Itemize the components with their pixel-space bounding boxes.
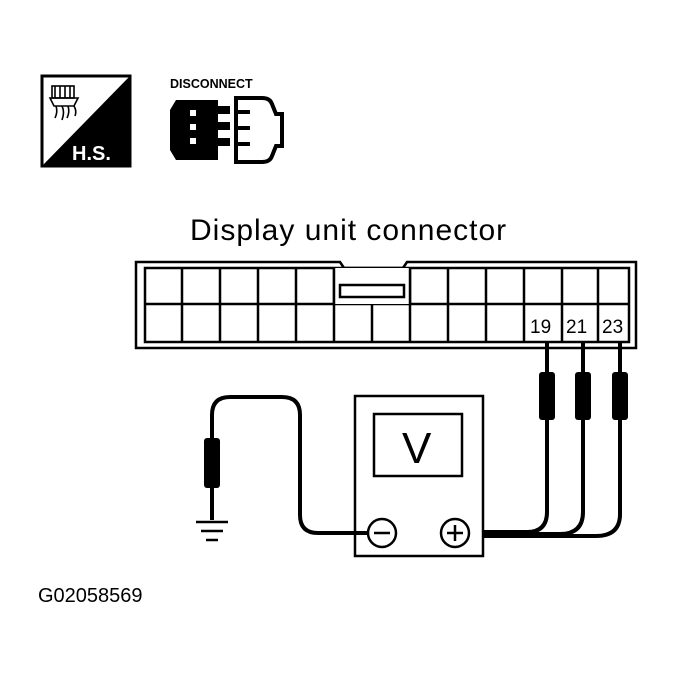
terminal-19-label: 19	[530, 317, 551, 338]
connector-body: 19 21 23	[134, 260, 638, 350]
figure-code: G02058569	[38, 585, 143, 607]
terminal-21-label: 21	[566, 317, 587, 338]
ground-lead	[210, 395, 368, 535]
harness-side-icon: H.S.	[40, 74, 132, 168]
voltmeter-display-symbol: V	[402, 424, 432, 473]
ground-symbol-icon	[196, 520, 228, 542]
disconnect-label: DISCONNECT	[170, 77, 253, 91]
disconnect-connector-icon: DISCONNECT	[170, 77, 284, 164]
hs-label: H.S.	[72, 143, 111, 165]
probe-tips	[539, 372, 628, 420]
terminal-23-label: 23	[602, 317, 623, 338]
connector-title: Display unit connector	[190, 214, 507, 247]
ground-probe-tip	[204, 438, 220, 488]
voltmeter: V	[353, 394, 485, 558]
probe-leads	[478, 342, 622, 538]
positive-terminal-icon	[447, 525, 463, 541]
